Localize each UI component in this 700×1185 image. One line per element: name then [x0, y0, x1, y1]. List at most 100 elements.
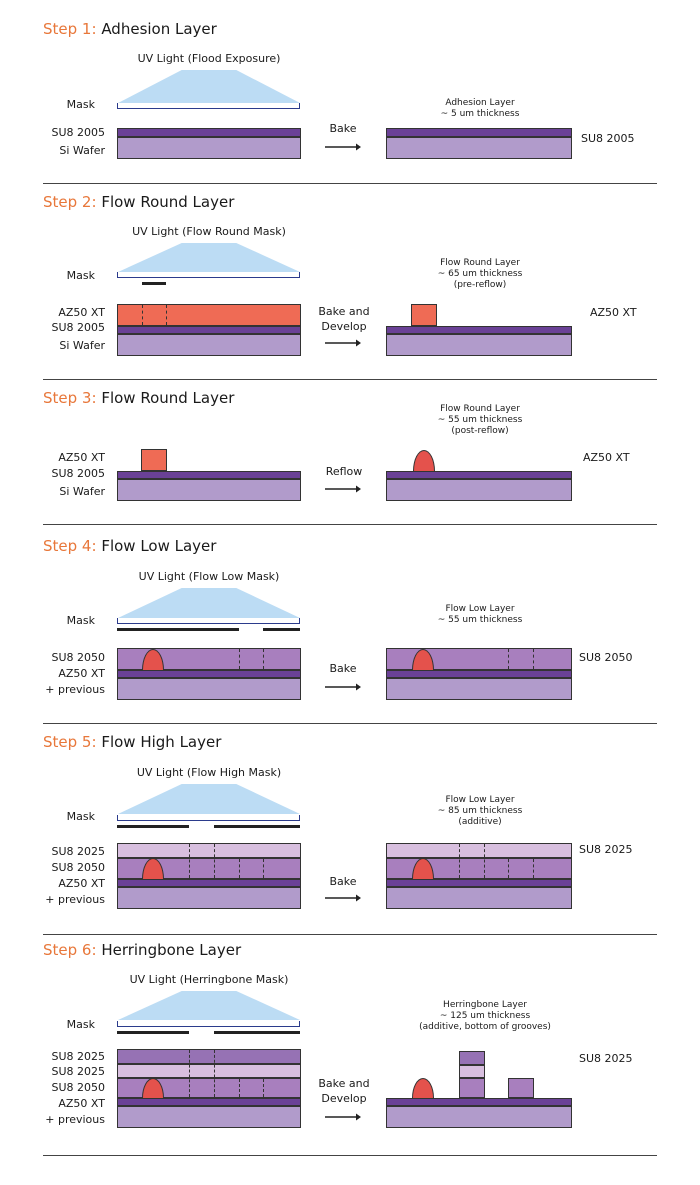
- si-wafer: [117, 334, 301, 356]
- su8-2025-layer: [386, 843, 572, 858]
- exposure-boundary: [239, 649, 240, 669]
- uv-light-beam: [118, 784, 300, 814]
- az50-xt-feature: [141, 449, 167, 471]
- material-label: SU8 2005: [581, 132, 635, 145]
- reflowed-az50-dome: [413, 450, 435, 471]
- step-number: Step 6:: [43, 941, 97, 959]
- su8-2005-layer: [117, 1098, 301, 1106]
- exposure-boundary: [533, 859, 534, 878]
- reflowed-az50-dome: [412, 1078, 434, 1098]
- exposure-boundary: [189, 844, 190, 878]
- herringbone-top-block: [459, 1051, 485, 1065]
- uv-light-label: UV Light (Flood Exposure): [137, 52, 281, 65]
- exposure-boundary: [214, 844, 215, 878]
- si-wafer: [386, 479, 572, 501]
- exposure-boundary: [214, 1050, 215, 1097]
- layer-label: SU8 2050: [51, 861, 105, 874]
- arrow-right-icon: [325, 485, 361, 493]
- step-divider: [43, 524, 657, 525]
- mask-opaque-region: [214, 1031, 300, 1034]
- mask: [117, 1026, 300, 1027]
- mask-label: Mask: [66, 98, 95, 111]
- result-note: Flow Low Layer ~ 85 um thickness (additi…: [437, 795, 523, 827]
- su8-2025-layer: [117, 843, 301, 858]
- exposure-boundary: [263, 859, 264, 878]
- uv-light-beam: [118, 588, 300, 618]
- si-wafer: [117, 1106, 301, 1128]
- mask: [117, 623, 300, 624]
- step-title: Flow Round Layer: [101, 193, 235, 211]
- step-number: Step 2:: [43, 193, 97, 211]
- su8-2025-layer: [117, 1064, 301, 1078]
- step-number: Step 3:: [43, 389, 97, 407]
- uv-light-beam: [118, 70, 300, 103]
- step-number: Step 5:: [43, 733, 97, 751]
- layer-label: SU8 2050: [51, 1081, 105, 1094]
- step-title: Flow High Layer: [101, 733, 222, 751]
- step-title: Flow Round Layer: [101, 389, 235, 407]
- result-note: Flow Round Layer ~ 55 um thickness (post…: [437, 404, 523, 436]
- layer-label: + previous: [45, 683, 105, 696]
- step-number: Step 4:: [43, 537, 97, 555]
- mask-tick: [299, 103, 300, 108]
- si-wafer: [117, 479, 301, 501]
- layer-label: + previous: [45, 1113, 105, 1126]
- exposure-boundary: [263, 1079, 264, 1097]
- mask-tick: [117, 272, 118, 277]
- process-label: Bake and Develop: [318, 305, 370, 333]
- mask-opaque-region: [117, 1031, 189, 1034]
- step-divider: [43, 723, 657, 724]
- material-label: SU8 2025: [579, 843, 633, 856]
- exposure-boundary: [166, 305, 167, 325]
- mask-opaque-region: [117, 825, 189, 828]
- layer-label: SU8 2005: [51, 321, 105, 334]
- layer-label: AZ50 XT: [58, 667, 105, 680]
- uv-light-beam: [118, 991, 300, 1020]
- mask-tick: [117, 815, 118, 820]
- mask-opaque-region: [142, 282, 166, 285]
- mask-opaque-region: [214, 825, 300, 828]
- mask-label: Mask: [66, 614, 95, 627]
- si-wafer: [386, 1106, 572, 1128]
- su8-2005-layer: [117, 879, 301, 887]
- step-divider: [43, 379, 657, 380]
- layer-label: AZ50 XT: [58, 877, 105, 890]
- layer-label: SU8 2025: [51, 1050, 105, 1063]
- mask: [117, 277, 300, 278]
- si-wafer: [117, 137, 301, 159]
- az50-xt-feature: [411, 304, 437, 326]
- mask: [117, 108, 300, 109]
- uv-light-label: UV Light (Flow Low Mask): [138, 570, 280, 583]
- layer-label: Si Wafer: [59, 339, 105, 352]
- si-wafer: [386, 678, 572, 700]
- mask-tick: [299, 272, 300, 277]
- mask: [117, 820, 300, 821]
- su8-2005-layer: [386, 471, 572, 479]
- layer-label: AZ50 XT: [58, 1097, 105, 1110]
- layer-label: SU8 2005: [51, 467, 105, 480]
- step-divider: [43, 934, 657, 935]
- exposure-boundary: [263, 649, 264, 669]
- exposure-boundary: [189, 1050, 190, 1097]
- material-label: AZ50 XT: [590, 306, 637, 319]
- process-label: Bake: [329, 122, 357, 135]
- step-title: Adhesion Layer: [101, 20, 217, 38]
- step-divider: [43, 1155, 657, 1156]
- mask-tick: [299, 618, 300, 623]
- result-note: Flow Low Layer ~ 55 um thickness: [437, 604, 523, 625]
- exposure-boundary: [508, 859, 509, 878]
- mask-tick: [117, 1021, 118, 1026]
- su8-2005-layer: [117, 128, 301, 137]
- mask-tick: [299, 815, 300, 820]
- su8-2005-layer: [386, 1098, 572, 1106]
- material-label: SU8 2050: [579, 651, 633, 664]
- si-wafer: [386, 137, 572, 159]
- mask-tick: [299, 1021, 300, 1026]
- exposure-boundary: [533, 649, 534, 669]
- herringbone-base-block: [459, 1078, 485, 1098]
- material-label: AZ50 XT: [583, 451, 630, 464]
- mask-opaque-region: [117, 628, 239, 631]
- uv-light-label: UV Light (Flow High Mask): [136, 766, 282, 779]
- su8-2005-layer: [386, 670, 572, 678]
- arrow-right-icon: [325, 143, 361, 151]
